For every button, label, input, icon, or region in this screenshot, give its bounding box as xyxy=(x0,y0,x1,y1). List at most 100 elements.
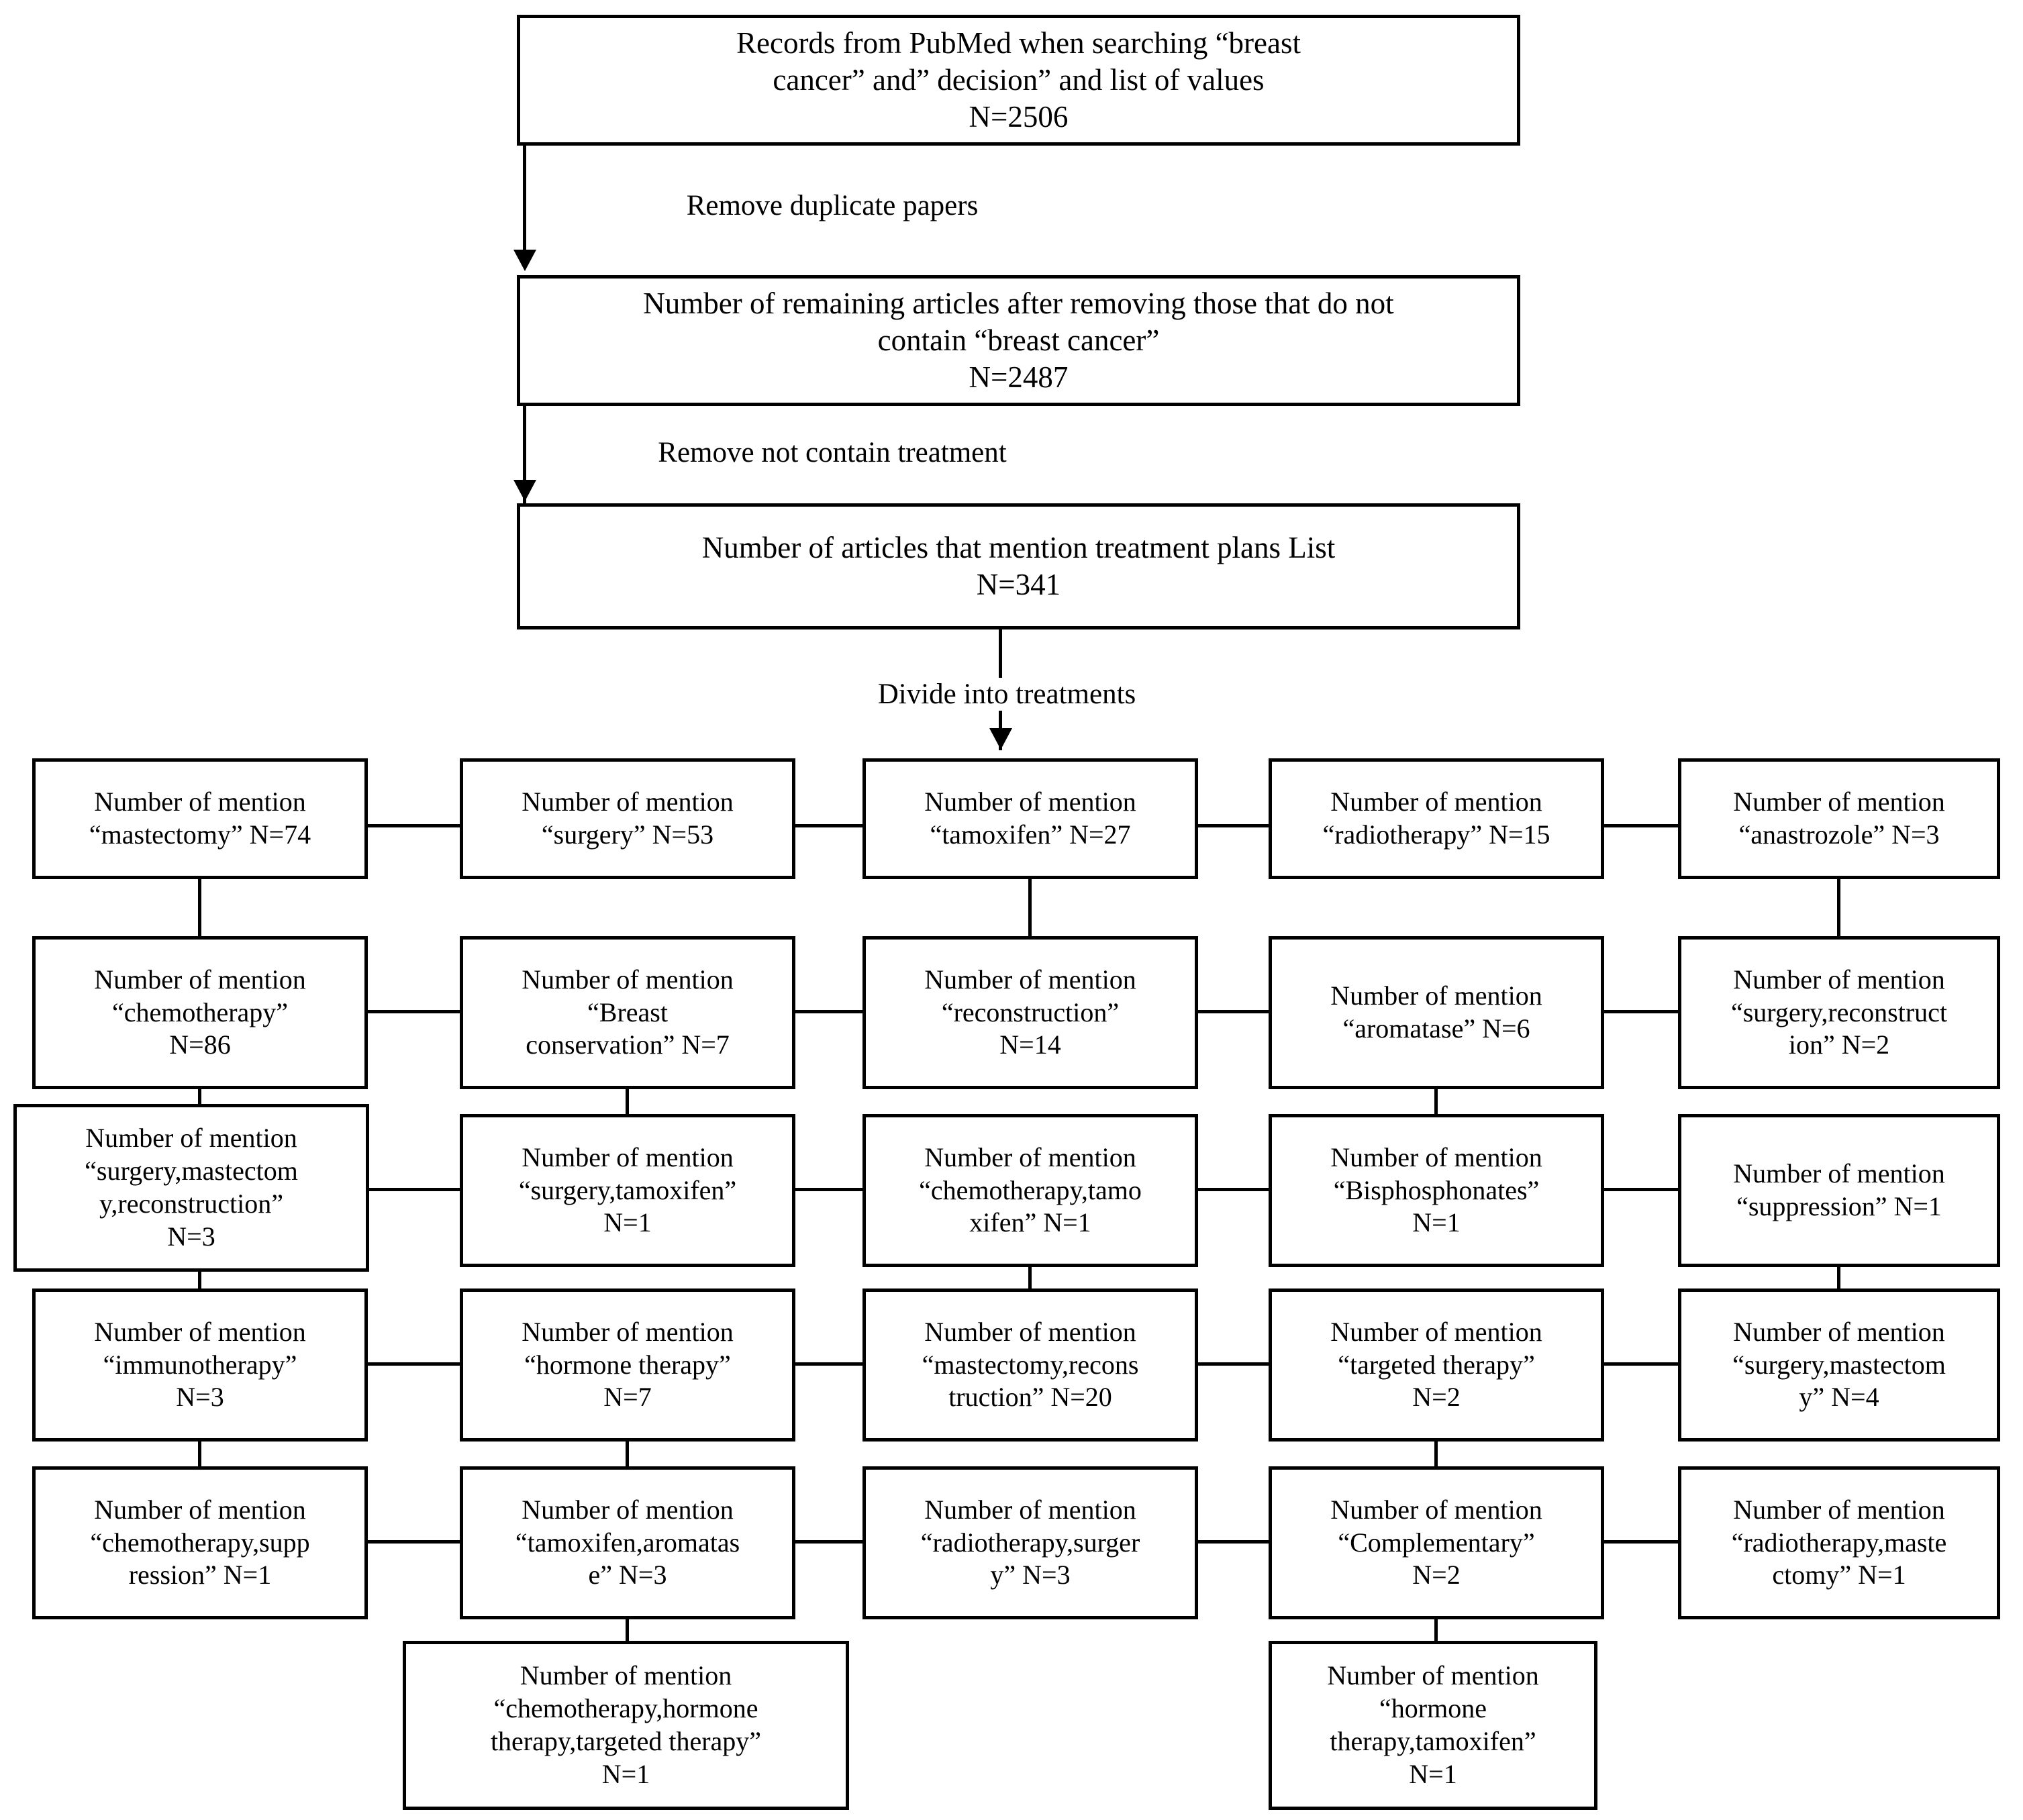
grid-box-r2c4-text: Number of mention “suppression” N=1 xyxy=(1733,1158,1945,1221)
stage-treatment-plans-text: Number of articles that mention treatmen… xyxy=(701,531,1336,601)
grid-box-r2c1: Number of mention “surgery,tamoxifen” N=… xyxy=(460,1114,795,1267)
link-r2c4-r3c4 xyxy=(1837,1267,1840,1291)
link-r0c0-r1c0 xyxy=(198,879,201,936)
grid-box-r4c3-text: Number of mention “Complementary” N=2 xyxy=(1330,1494,1542,1590)
grid-box-r3c2-text: Number of mention “mastectomy,recons tru… xyxy=(922,1316,1139,1413)
grid-box-r2c2: Number of mention “chemotherapy,tamo xif… xyxy=(862,1114,1198,1267)
link-r1c3-r2c3 xyxy=(1434,1089,1438,1116)
link-r2c0-r2c1 xyxy=(369,1188,460,1191)
arrow-records-to-remaining xyxy=(513,250,536,271)
grid-box-r0c0: Number of mention “mastectomy” N=74 xyxy=(32,758,368,879)
link-r2c3-r2c4 xyxy=(1604,1188,1678,1191)
link-r4c2-r4c3 xyxy=(1198,1540,1269,1544)
grid-box-r3c4: Number of mention “surgery,mastectom y” … xyxy=(1678,1288,2000,1442)
grid-box-r2c4: Number of mention “suppression” N=1 xyxy=(1678,1114,2000,1267)
grid-box-r2c0-text: Number of mention “surgery,mastectom y,r… xyxy=(85,1123,298,1252)
grid-box-r0c3-text: Number of mention “radiotherapy” N=15 xyxy=(1322,787,1550,850)
grid-box-r1c1: Number of mention “Breast conservation” … xyxy=(460,936,795,1089)
grid-box-r3c4-text: Number of mention “surgery,mastectom y” … xyxy=(1732,1316,1946,1413)
link-r0c2-r1c2 xyxy=(1028,879,1032,936)
grid-box-r2c1-text: Number of mention “surgery,tamoxifen” N=… xyxy=(518,1142,737,1238)
link-r0c4-r1c4 xyxy=(1837,879,1840,936)
grid-box-r2c3-text: Number of mention “Bisphosphonates” N=1 xyxy=(1330,1142,1542,1238)
grid-box-r1c4-text: Number of mention “surgery,reconstruct i… xyxy=(1730,964,1948,1060)
grid-box-r0c1: Number of mention “surgery” N=53 xyxy=(460,758,795,879)
grid-box-r3c2: Number of mention “mastectomy,recons tru… xyxy=(862,1288,1198,1442)
grid-box-r0c1-text: Number of mention “surgery” N=53 xyxy=(522,787,734,850)
grid-box-r0c0-text: Number of mention “mastectomy” N=74 xyxy=(89,787,311,850)
grid-box-r1c2: Number of mention “reconstruction” N=14 xyxy=(862,936,1198,1089)
stage-box-remaining: Number of remaining articles after remov… xyxy=(517,275,1520,406)
link-r0c0-r0c1 xyxy=(368,824,460,827)
grid-box-tail-0-text: Number of mention “chemotherapy,hormone … xyxy=(490,1660,762,1789)
stage-box-treatment-plans: Number of articles that mention treatmen… xyxy=(517,503,1520,629)
connector-remaining-to-plans xyxy=(523,406,526,503)
grid-box-r4c1: Number of mention “tamoxifen,aromatas e”… xyxy=(460,1466,795,1619)
grid-box-r3c1-text: Number of mention “hormone therapy” N=7 xyxy=(522,1316,734,1413)
link-r4c3-tail-1 xyxy=(1434,1619,1438,1643)
link-r4c3-r4c4 xyxy=(1604,1540,1678,1544)
arrow-plans-to-grid xyxy=(989,728,1012,750)
grid-box-r3c1: Number of mention “hormone therapy” N=7 xyxy=(460,1288,795,1442)
grid-box-tail-1: Number of mention “hormone therapy,tamox… xyxy=(1269,1641,1597,1810)
link-r4c1-tail-0 xyxy=(626,1619,629,1643)
link-r0c2-r0c3 xyxy=(1198,824,1269,827)
grid-box-r3c3-text: Number of mention “targeted therapy” N=2 xyxy=(1330,1316,1542,1413)
link-r0c1-r0c2 xyxy=(795,824,862,827)
arrow-remaining-to-plans xyxy=(513,480,536,501)
link-r3c0-r4c0 xyxy=(198,1442,201,1468)
edge-label-remove-not-treatment: Remove not contain treatment xyxy=(654,436,1011,469)
grid-box-r2c3: Number of mention “Bisphosphonates” N=1 xyxy=(1269,1114,1604,1267)
grid-box-tail-1-text: Number of mention “hormone therapy,tamox… xyxy=(1327,1660,1539,1789)
grid-box-r0c2-text: Number of mention “tamoxifen” N=27 xyxy=(924,787,1136,850)
link-r3c1-r4c1 xyxy=(626,1442,629,1468)
grid-box-r3c0: Number of mention “immunotherapy” N=3 xyxy=(32,1288,368,1442)
grid-box-r4c2-text: Number of mention “radiotherapy,surger y… xyxy=(920,1494,1140,1590)
link-r1c2-r1c3 xyxy=(1198,1010,1269,1013)
link-r3c0-r3c1 xyxy=(368,1362,460,1366)
stage-remaining-text: Number of remaining articles after remov… xyxy=(643,287,1394,394)
link-r1c3-r1c4 xyxy=(1604,1010,1678,1013)
grid-box-r3c3: Number of mention “targeted therapy” N=2 xyxy=(1269,1288,1604,1442)
grid-box-r3c0-text: Number of mention “immunotherapy” N=3 xyxy=(94,1316,306,1413)
connector-records-to-remaining xyxy=(523,146,526,252)
link-r2c0-r3c0 xyxy=(198,1272,201,1291)
grid-box-r2c2-text: Number of mention “chemotherapy,tamo xif… xyxy=(919,1142,1142,1238)
grid-box-r0c4: Number of mention “anastrozole” N=3 xyxy=(1678,758,2000,879)
grid-box-r1c3: Number of mention “aromatase” N=6 xyxy=(1269,936,1604,1089)
link-r0c3-r0c4 xyxy=(1604,824,1678,827)
link-r1c1-r2c1 xyxy=(626,1089,629,1116)
grid-box-r0c2: Number of mention “tamoxifen” N=27 xyxy=(862,758,1198,879)
edge-label-divide-treatments: Divide into treatments xyxy=(873,678,1140,711)
grid-box-r0c4-text: Number of mention “anastrozole” N=3 xyxy=(1733,787,1945,850)
grid-box-r4c1-text: Number of mention “tamoxifen,aromatas e”… xyxy=(515,1494,740,1590)
link-r2c1-r2c2 xyxy=(795,1188,862,1191)
grid-box-r4c2: Number of mention “radiotherapy,surger y… xyxy=(862,1466,1198,1619)
grid-box-r1c0-text: Number of mention “chemotherapy” N=86 xyxy=(94,964,306,1060)
grid-box-r1c0: Number of mention “chemotherapy” N=86 xyxy=(32,936,368,1089)
link-r4c0-r4c1 xyxy=(368,1540,460,1544)
grid-box-r1c3-text: Number of mention “aromatase” N=6 xyxy=(1330,980,1542,1044)
link-r1c1-r1c2 xyxy=(795,1010,862,1013)
link-r2c2-r3c2 xyxy=(1028,1267,1032,1291)
edge-label-remove-duplicates: Remove duplicate papers xyxy=(682,189,983,222)
link-r4c1-r4c2 xyxy=(795,1540,862,1544)
link-r1c0-r2c0 xyxy=(198,1089,201,1106)
link-r2c2-r2c3 xyxy=(1198,1188,1269,1191)
grid-box-r2c0: Number of mention “surgery,mastectom y,r… xyxy=(13,1104,369,1272)
link-r3c1-r3c2 xyxy=(795,1362,862,1366)
grid-box-r1c1-text: Number of mention “Breast conservation” … xyxy=(522,964,734,1060)
stage-box-records: Records from PubMed when searching “brea… xyxy=(517,15,1520,146)
link-r3c3-r3c4 xyxy=(1604,1362,1678,1366)
grid-box-r4c3: Number of mention “Complementary” N=2 xyxy=(1269,1466,1604,1619)
link-r3c3-r4c3 xyxy=(1434,1442,1438,1468)
grid-box-r4c0-text: Number of mention “chemotherapy,supp res… xyxy=(90,1494,310,1590)
link-r3c2-r3c3 xyxy=(1198,1362,1269,1366)
grid-box-r4c4: Number of mention “radiotherapy,maste ct… xyxy=(1678,1466,2000,1619)
link-r1c0-r1c1 xyxy=(368,1010,460,1013)
stage-records-text: Records from PubMed when searching “brea… xyxy=(736,26,1301,134)
grid-box-r1c4: Number of mention “surgery,reconstruct i… xyxy=(1678,936,2000,1089)
grid-box-r4c0: Number of mention “chemotherapy,supp res… xyxy=(32,1466,368,1619)
grid-box-tail-0: Number of mention “chemotherapy,hormone … xyxy=(403,1641,849,1810)
